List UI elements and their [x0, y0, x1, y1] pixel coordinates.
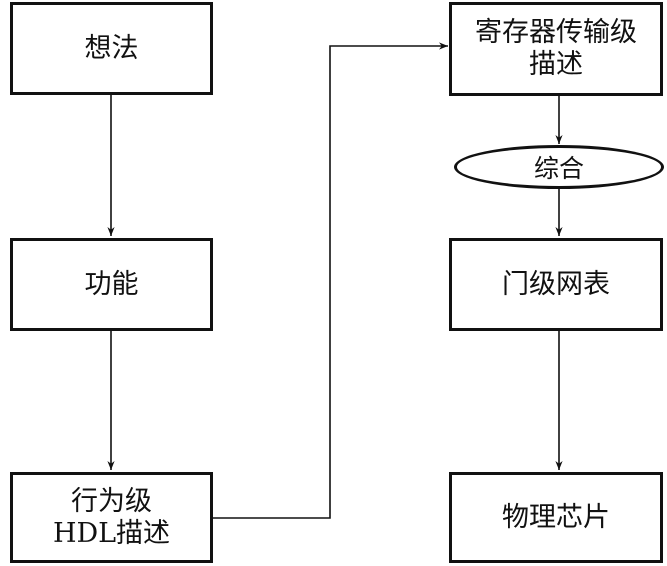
behavioral-label-line1: 行为级 — [71, 485, 152, 517]
rtl-description-box: 寄存器传输级 描述 — [449, 2, 663, 96]
rtl-label-line1: 寄存器传输级 — [475, 17, 637, 49]
function-box: 功能 — [10, 238, 213, 331]
idea-label: 想法 — [84, 32, 139, 64]
rtl-label-line2: 描述 — [529, 49, 583, 80]
behavioral-label-line2: HDL描述 — [52, 517, 171, 549]
physical-chip-box: 物理芯片 — [449, 472, 663, 563]
synthesis-oval: 综合 — [454, 145, 664, 189]
gate-netlist-box: 门级网表 — [449, 238, 663, 331]
behavioral-hdl-box: 行为级 HDL描述 — [10, 472, 213, 563]
arrow-behavioral-to-rtl — [212, 42, 448, 519]
idea-box: 想法 — [10, 2, 213, 95]
function-label: 功能 — [84, 268, 139, 300]
chip-label: 物理芯片 — [502, 501, 610, 533]
synthesis-label: 综合 — [533, 154, 584, 183]
netlist-label: 门级网表 — [502, 268, 610, 300]
